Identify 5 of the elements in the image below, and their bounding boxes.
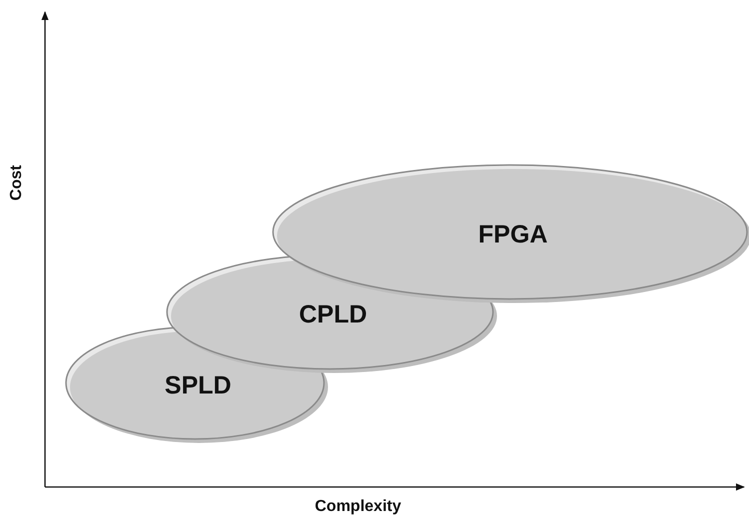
region-label: SPLD [164,372,232,400]
region-label: CPLD [298,300,368,330]
axis-title: Complexity [314,498,402,516]
axis-title: Cost [8,165,26,201]
region-label: FPGA [478,220,548,250]
